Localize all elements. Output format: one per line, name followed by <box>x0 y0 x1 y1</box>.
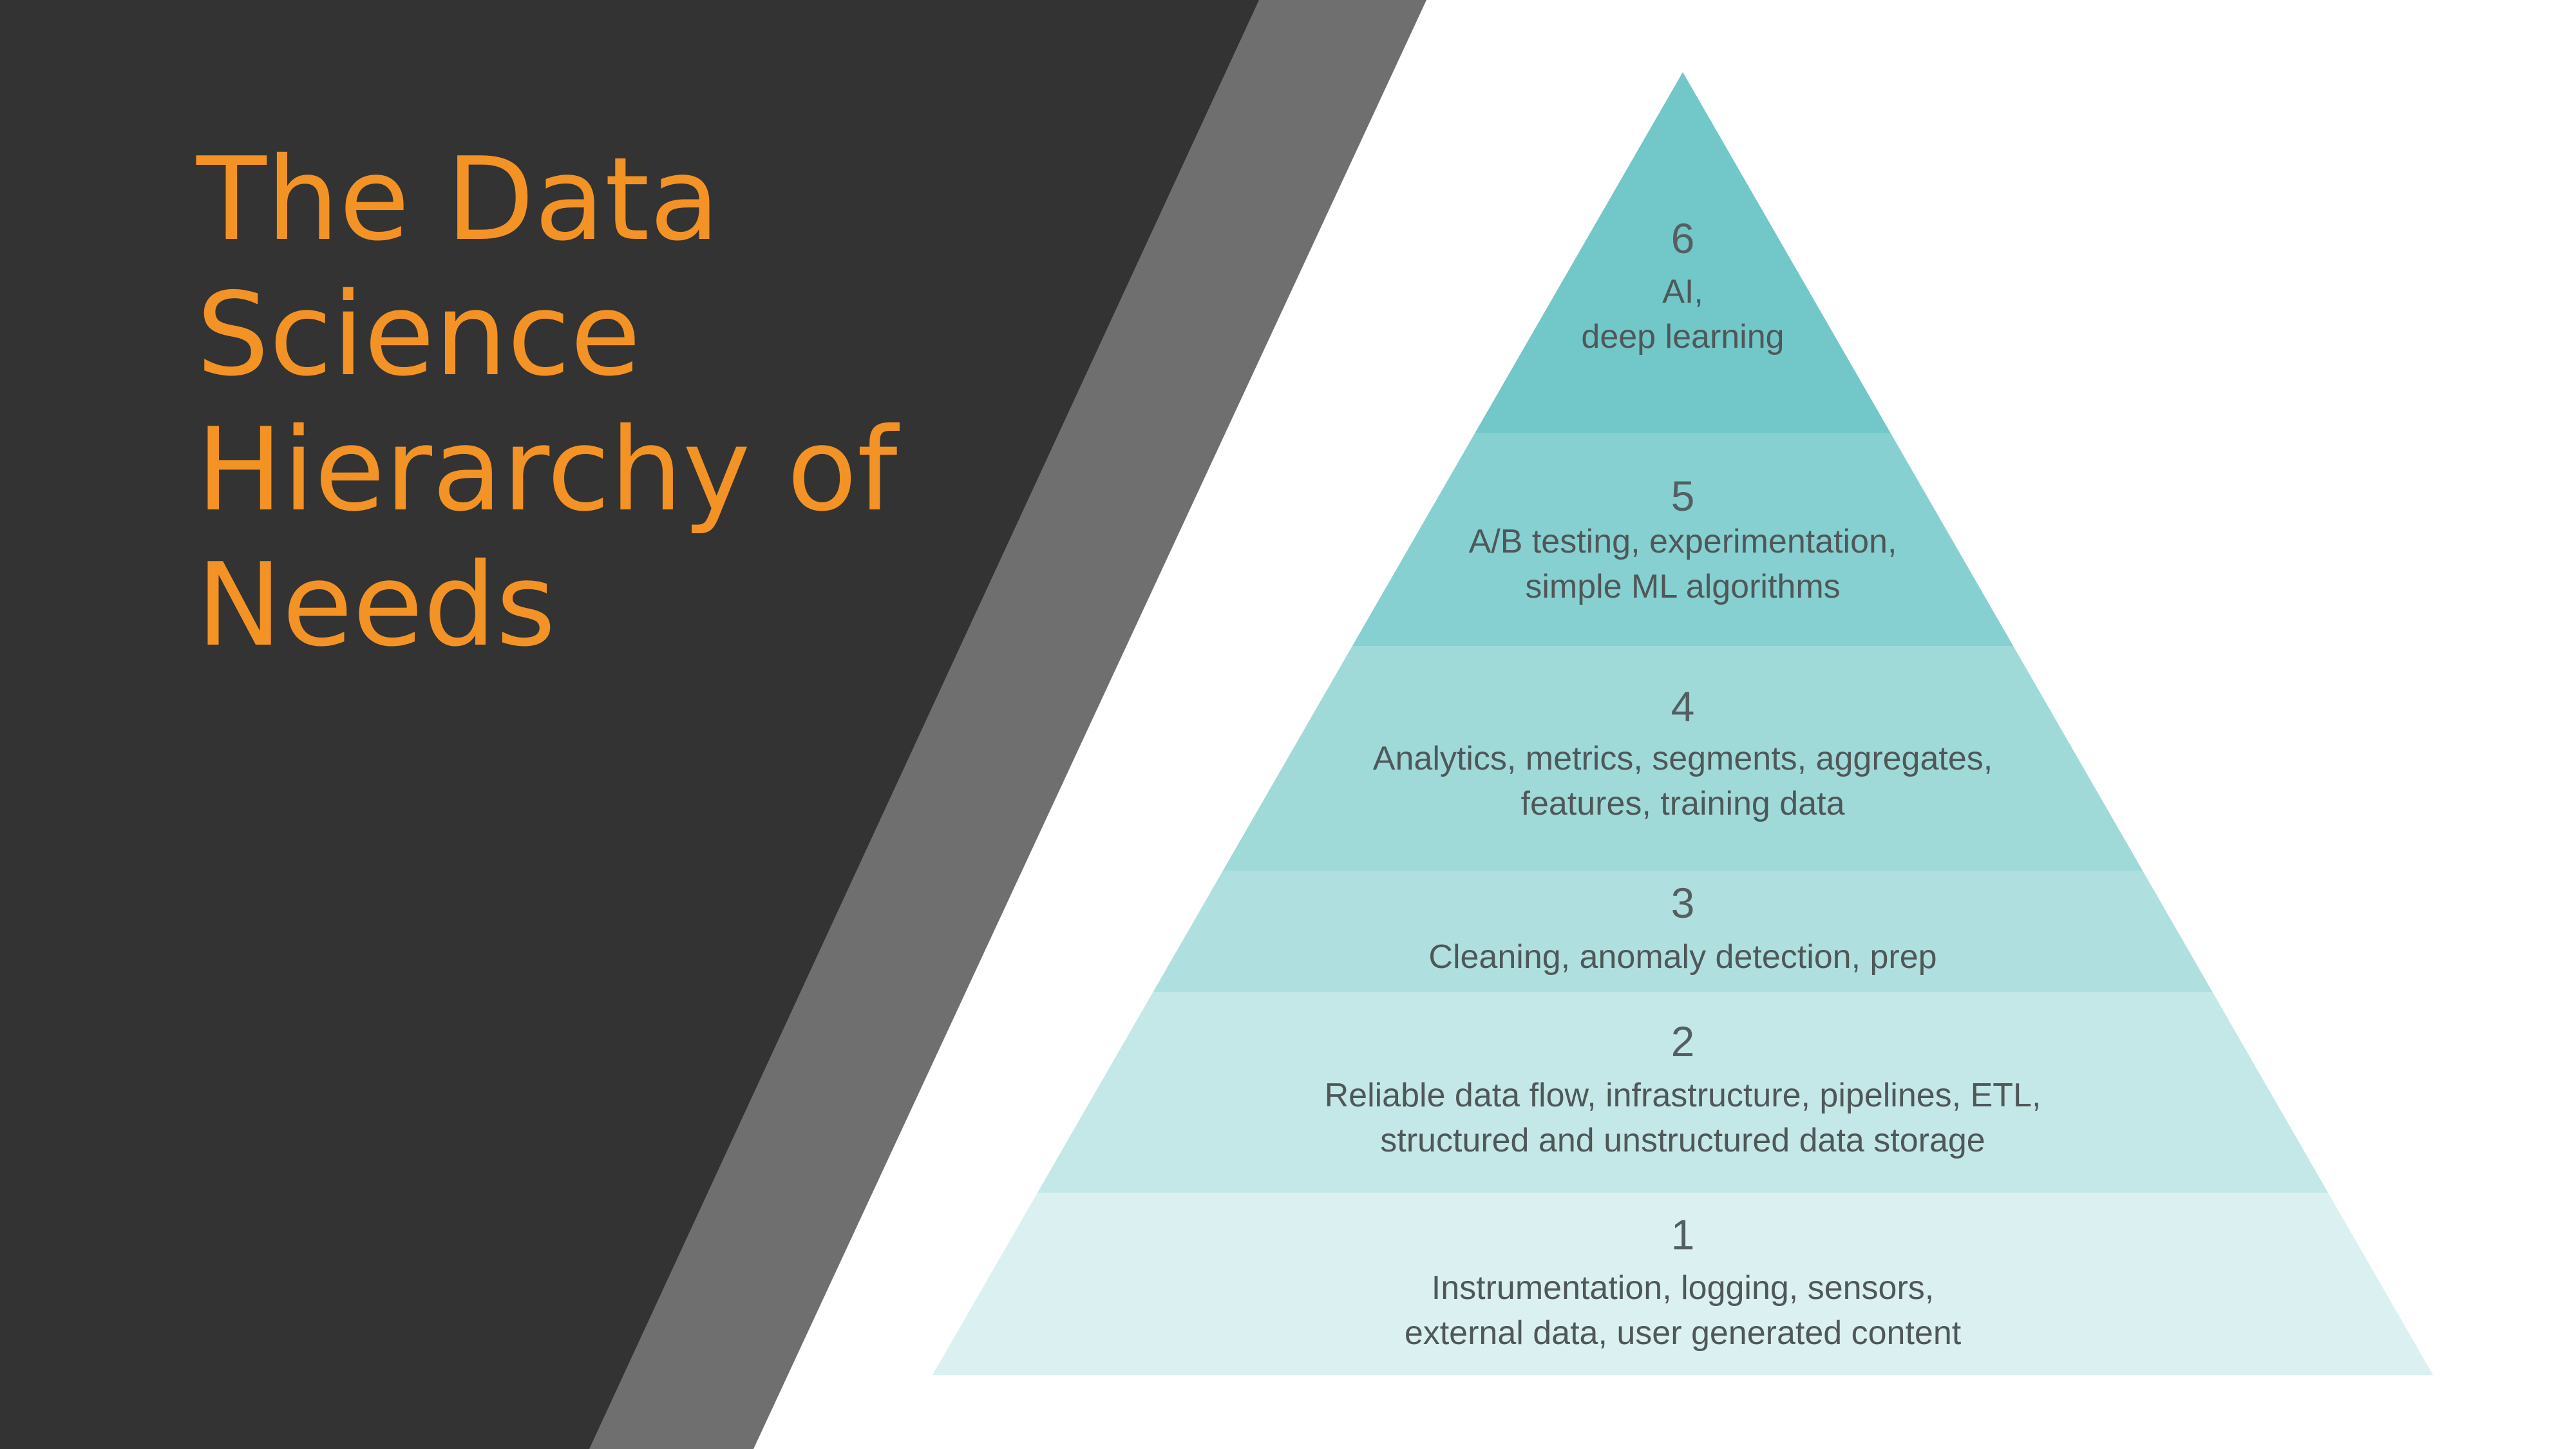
tier-band <box>1153 871 2213 992</box>
slide-title: The Data Science Hierarchy of Needs <box>196 133 898 672</box>
tier-description-line: A/B testing, experimentation, <box>1469 523 1897 560</box>
tier-description-line: deep learning <box>1581 318 1784 355</box>
tier-band <box>1037 992 2329 1193</box>
tier-description-line: AI, <box>1662 273 1703 310</box>
tier-number: 1 <box>1671 1211 1695 1258</box>
pyramid-tier-5: 5A/B testing, experimentation, simple ML … <box>1352 433 2014 646</box>
tier-band <box>933 1193 2433 1375</box>
tier-description-line: simple ML algorithms <box>1525 568 1840 605</box>
tier-number: 2 <box>1671 1018 1695 1065</box>
tier-description-line: Analytics, metrics, segments, aggregates… <box>1373 740 1993 777</box>
tier-band <box>1475 72 1891 433</box>
tier-description-line: Reliable data flow, infrastructure, pipe… <box>1325 1077 2041 1114</box>
tier-band <box>1352 433 2014 646</box>
pyramid-tier-6: 6AI, deep learning <box>1475 72 1891 433</box>
tier-band <box>1222 646 2143 871</box>
tier-description-line: Cleaning, anomaly detection, prep <box>1428 938 1937 976</box>
tier-number: 4 <box>1671 683 1695 730</box>
tier-description-line: Instrumentation, logging, sensors, <box>1432 1269 1934 1307</box>
tier-number: 5 <box>1671 472 1695 520</box>
tier-description-line: external data, user generated content <box>1405 1314 1962 1352</box>
tier-description-line: features, training data <box>1521 785 1845 822</box>
dark-title-panel <box>0 0 1259 1449</box>
tier-number: 6 <box>1671 214 1695 262</box>
tier-description-line: structured and unstructured data storage <box>1380 1122 1985 1159</box>
tier-number: 3 <box>1671 879 1695 927</box>
